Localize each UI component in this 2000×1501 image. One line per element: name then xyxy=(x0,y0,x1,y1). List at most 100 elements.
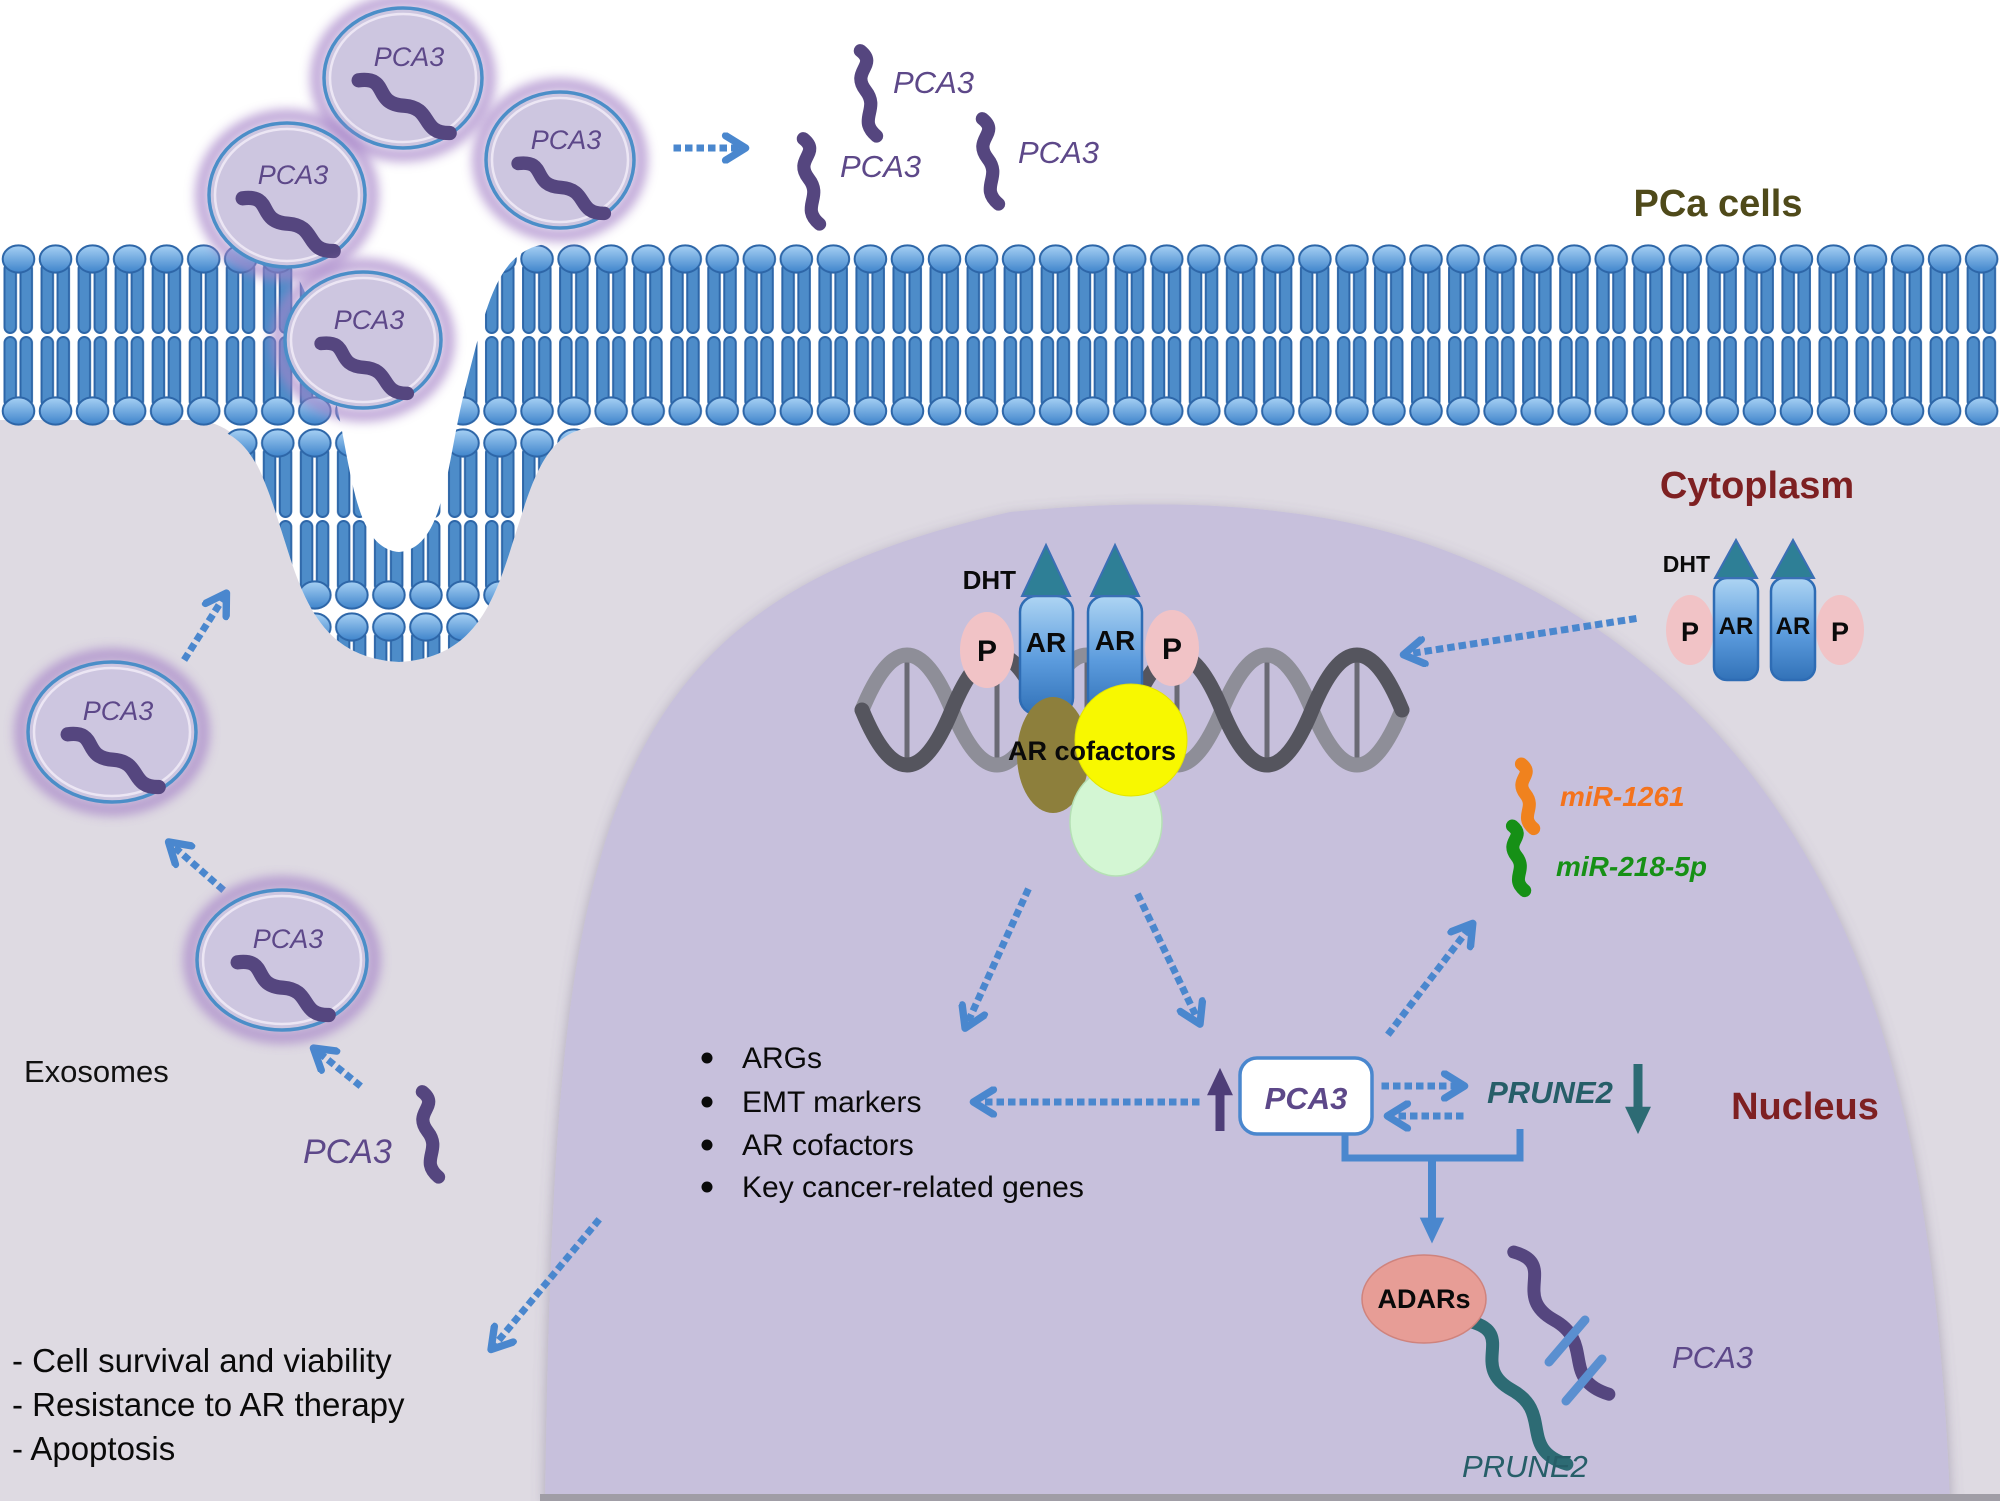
regulated-gene-list: ARGs EMT markers AR cofactors Key cancer… xyxy=(701,1042,1084,1204)
outcome-item: - Resistance to AR therapy xyxy=(12,1386,405,1423)
pca3-duplex-label: PCA3 xyxy=(1672,1340,1753,1375)
phosphate-label: P xyxy=(1681,617,1699,647)
exosome-inner-rim xyxy=(213,127,361,263)
adars-oval xyxy=(1361,1254,1487,1344)
pca3-label: PCA3 xyxy=(840,149,921,184)
arrow-exosome-to-membrane xyxy=(181,597,224,662)
bullet-icon xyxy=(701,1139,713,1151)
exosome-pca3-label: PCA3 xyxy=(258,160,329,190)
dht-label: DHT xyxy=(1663,551,1710,577)
arrow-pca3-to-mirnas xyxy=(1385,927,1470,1037)
nucleus-label: Nucleus xyxy=(1731,1086,1879,1128)
ar-label: AR xyxy=(1095,625,1135,656)
arrow-exosome-up-1 xyxy=(172,845,226,893)
dht-ligand-icon xyxy=(1089,542,1141,597)
ar-label: AR xyxy=(1026,627,1066,658)
phosphate-icon xyxy=(960,612,1014,688)
exosome-glow xyxy=(14,648,210,816)
free-pca3-group: PCA3 PCA3 PCA3 xyxy=(773,50,1099,225)
bullet-icon xyxy=(701,1181,713,1193)
base-pair-line xyxy=(1544,1315,1590,1367)
adars-label: ADARs xyxy=(1377,1284,1470,1314)
figure-bottom-edge xyxy=(540,1494,2000,1501)
gene-list-item: AR cofactors xyxy=(742,1129,914,1162)
dht-ligand-icon xyxy=(1713,537,1759,579)
gene-list-item: Key cancer-related genes xyxy=(742,1171,1084,1204)
mir-218-5p-label: miR-218-5p xyxy=(1556,851,1707,882)
exosome-inner-rim xyxy=(328,12,478,144)
outcome-item: - Apoptosis xyxy=(12,1430,175,1467)
phosphate-icon xyxy=(1145,610,1199,686)
plasma-membrane xyxy=(0,243,2000,662)
bullet-icon xyxy=(701,1052,713,1064)
pca3-label: PCA3 xyxy=(893,65,974,100)
exosome-inner-rim xyxy=(289,276,437,404)
exosome-glow xyxy=(195,109,379,281)
exosome: PCA3 xyxy=(195,109,379,281)
dht-label: DHT xyxy=(963,565,1017,595)
exosome: PCA3 xyxy=(14,648,210,816)
exosome-inner-rim xyxy=(490,96,630,224)
exosome-membrane xyxy=(207,121,367,269)
pca3-box-label: PCA3 xyxy=(1265,1081,1348,1116)
bullet-icon xyxy=(701,1096,713,1108)
exosome-pca3-label: PCA3 xyxy=(374,42,445,72)
gene-list-item: EMT markers xyxy=(742,1086,921,1119)
phosphate-label: P xyxy=(1162,633,1182,666)
arrow-ar-dimer-to-dna xyxy=(1408,615,1637,654)
exosome-inner-rim xyxy=(201,894,363,1026)
pca3-box xyxy=(1238,1056,1374,1136)
prune2-duplex-label: PRUNE2 xyxy=(1462,1449,1588,1484)
exosome: PCA3 xyxy=(310,0,496,162)
arrow-complex-to-genelist xyxy=(967,887,1032,1024)
pca3-prune2-axis: PCA3 PRUNE2 xyxy=(1238,1056,1613,1136)
exosome-pca3-label: PCA3 xyxy=(253,924,324,954)
prune2-label: PRUNE2 xyxy=(1487,1075,1613,1110)
phosphate-icon xyxy=(1666,595,1714,665)
outcomes-list: - Cell survival and viability - Resistan… xyxy=(12,1342,405,1467)
cytoplasmic-pca3: PCA3 xyxy=(303,1091,469,1178)
exosome-pca3-label: PCA3 xyxy=(531,125,602,155)
ar-label: AR xyxy=(1776,613,1811,640)
base-pair-line xyxy=(1561,1354,1607,1406)
ar-cofactors-label: AR cofactors xyxy=(1008,736,1176,766)
phosphate-label: P xyxy=(977,635,997,668)
exosome-glow xyxy=(271,258,455,422)
dht-ligand-icon xyxy=(1770,537,1816,579)
pca3-label: PCA3 xyxy=(303,1133,392,1171)
exosome-glow xyxy=(472,78,648,242)
exosome-pca3-label: PCA3 xyxy=(334,305,405,335)
pca-cells-label: PCa cells xyxy=(1634,183,1803,225)
ar-transcription-complex: DHT AR AR P P AR cofactors xyxy=(960,542,1199,877)
arrow-pca3-to-exosome xyxy=(317,1051,363,1089)
exosome-inner-rim xyxy=(32,666,192,798)
pca3-label: PCA3 xyxy=(1018,135,1099,170)
exosome-membrane xyxy=(283,270,443,410)
exosomes-label: Exosomes xyxy=(24,1054,169,1089)
mir-1261-label: miR-1261 xyxy=(1560,781,1685,812)
mirna-group: miR-1261 miR-218-5p xyxy=(1490,764,1707,892)
cytoplasm-label: Cytoplasm xyxy=(1660,465,1854,507)
exosome-glow xyxy=(310,0,496,162)
phosphate-label: P xyxy=(1831,617,1849,647)
dht-ligand-icon xyxy=(1020,542,1072,597)
ar-dimer-cytoplasm: DHT AR AR P P xyxy=(1663,537,1864,682)
exosome: PCA3 xyxy=(183,876,381,1044)
outcome-item: - Cell survival and viability xyxy=(12,1342,392,1379)
exosome-pca3-label: PCA3 xyxy=(83,696,154,726)
adars-complex: ADARs PCA3 PRUNE2 xyxy=(1361,1250,1753,1484)
exosome: PCA3 xyxy=(472,78,648,242)
ar-label: AR xyxy=(1719,613,1754,640)
exosome-membrane xyxy=(322,6,484,150)
gene-list-item: ARGs xyxy=(742,1042,822,1075)
exosome-glow xyxy=(183,876,381,1044)
pca3-squiggle-icon xyxy=(773,138,849,225)
exosome-membrane xyxy=(195,888,369,1032)
exosome-membrane xyxy=(26,660,198,804)
arrow-complex-to-pca3 xyxy=(1134,892,1198,1020)
exosome-membrane xyxy=(484,90,636,230)
cofactor-oval-yellow xyxy=(1074,683,1188,797)
arrow-nucleus-to-outcomes xyxy=(494,1217,602,1346)
